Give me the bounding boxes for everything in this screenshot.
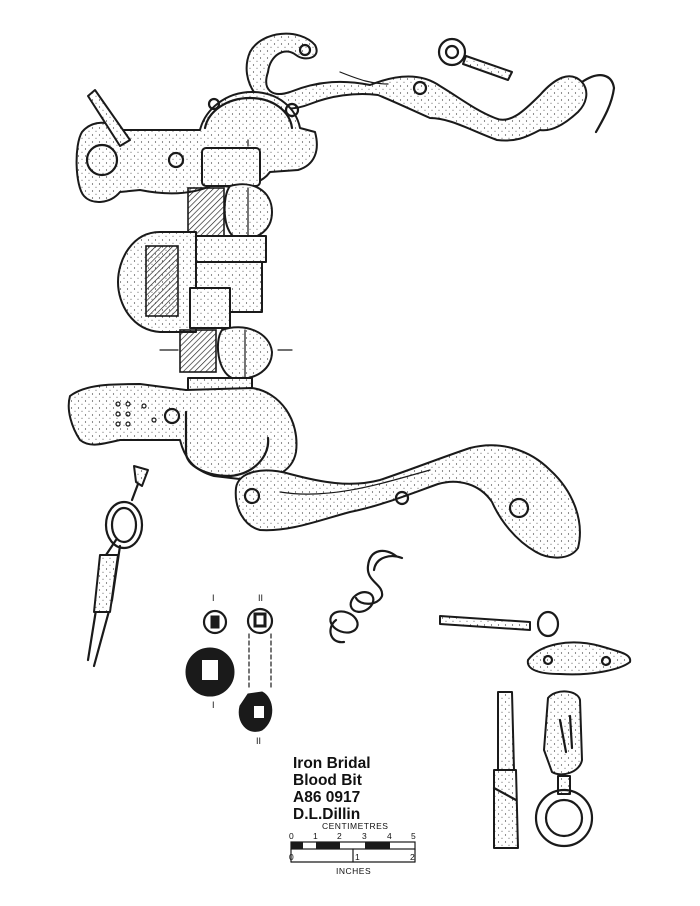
svg-text:II: II <box>258 593 263 603</box>
scale-tick-label: 1 <box>355 852 360 862</box>
vertical-link-front <box>534 690 594 848</box>
lower-curb-bar <box>67 383 298 481</box>
upper-cheek-piece <box>245 32 616 142</box>
scale-tick-label: 2 <box>410 852 415 862</box>
upper-curb-bar <box>75 89 318 203</box>
scale-tick-label: 5 <box>411 831 416 841</box>
section-detail-ii: II II <box>238 593 274 746</box>
section-detail-i: I I <box>185 593 235 710</box>
upper-ring <box>437 37 513 81</box>
svg-text:II: II <box>256 736 261 746</box>
scale-tick-label: 4 <box>387 831 392 841</box>
svg-text:I: I <box>212 700 215 710</box>
svg-text:I: I <box>212 593 215 603</box>
scale-bar: CENTIMETRES 0 1 2 3 4 5 0 1 2 INCHES <box>289 821 416 876</box>
scale-unit-top: CENTIMETRES <box>322 821 388 831</box>
lower-cheek-piece <box>234 444 581 559</box>
caption-catalog-number: A86 0917 <box>293 789 361 806</box>
scale-tick-label: 1 <box>313 831 318 841</box>
scale-tick-label: 3 <box>362 831 367 841</box>
scale-tick-label: 0 <box>289 831 294 841</box>
scale-unit-bottom: INCHES <box>336 866 371 876</box>
left-ring-hook <box>86 465 149 668</box>
scale-tick-label: 2 <box>337 831 342 841</box>
vertical-link-side <box>492 691 519 849</box>
drawing-caption: Iron Bridal Blood Bit A86 0917 D.L.Dilli… <box>293 755 371 823</box>
scale-tick-label: 0 <box>289 852 294 862</box>
small-ring-bit <box>439 610 632 676</box>
s-hook-chain <box>329 549 404 644</box>
caption-artist: D.L.Dillin <box>293 806 361 823</box>
caption-title: Iron Bridal <box>293 755 371 772</box>
caption-subtitle: Blood Bit <box>293 772 362 789</box>
mouthpiece-assembly <box>117 139 293 415</box>
